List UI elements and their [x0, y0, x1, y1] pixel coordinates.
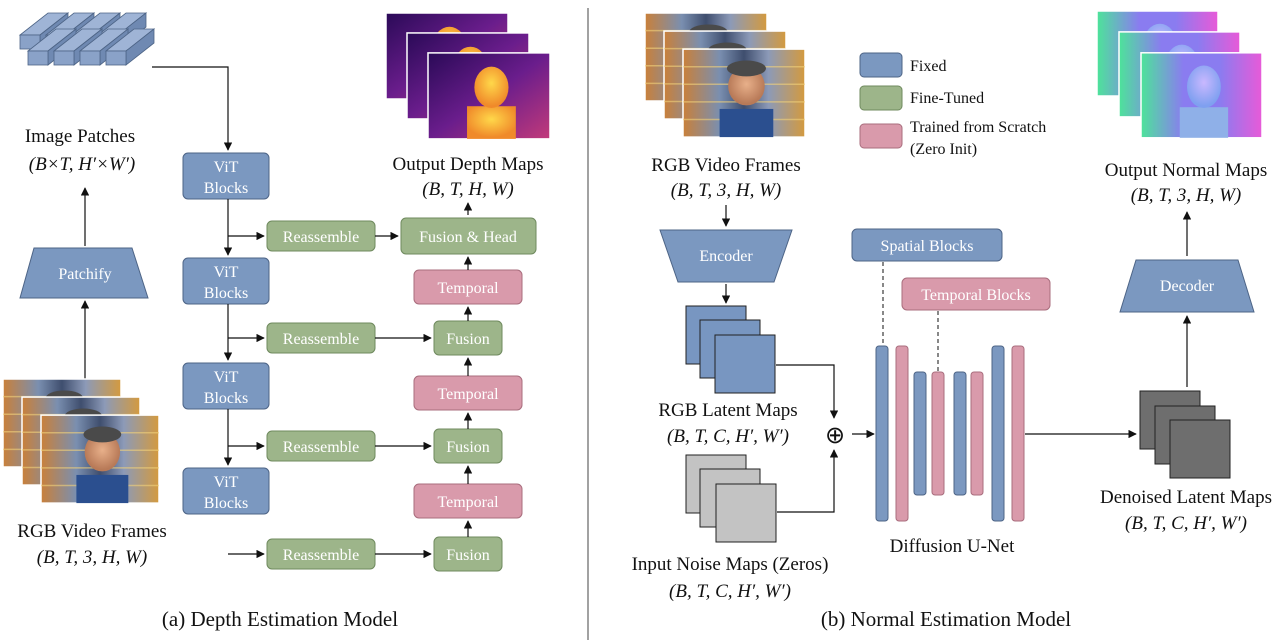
vit-block: ViT Blocks — [182, 362, 270, 410]
rgb-frames-image-b — [644, 12, 806, 138]
temporal-blocks-box: Temporal Blocks — [901, 277, 1051, 311]
reassemble-label: Reassemble — [283, 547, 359, 564]
temporal-label: Temporal — [437, 386, 499, 403]
reassemble-label: Reassemble — [283, 439, 359, 456]
fusion-label: Fusion — [446, 439, 490, 456]
spatial-blocks-label: Spatial Blocks — [881, 238, 974, 255]
fusion-block: Fusion — [433, 536, 503, 572]
legend-fixed-label: Fixed — [910, 58, 946, 75]
legend-scratch-label-1: Trained from Scratch — [910, 119, 1046, 136]
image-patches-label: Image Patches — [25, 126, 135, 147]
unet-temporal-bar — [1011, 345, 1025, 522]
denoised-latent-maps-label: Denoised Latent Maps — [1100, 487, 1272, 508]
rgb-frames-label-b: RGB Video Frames — [651, 155, 800, 176]
image-patches-shape: (B×T, H′×W′) — [29, 154, 135, 175]
diffusion-unet — [875, 345, 1025, 522]
denoised-latent-maps-stack — [1139, 390, 1231, 479]
temporal-block: Temporal — [413, 483, 523, 519]
diffusion-unet-label: Diffusion U-Net — [890, 536, 1015, 557]
rgb-frames-image-a — [2, 378, 160, 504]
unet-spatial-bar — [991, 345, 1005, 522]
fusion-label: Fusion — [446, 331, 490, 348]
vit-block: ViT Blocks — [182, 467, 270, 515]
rgb-frames-label-a: RGB Video Frames — [17, 521, 166, 542]
fusion-head-block: Fusion & Head — [400, 217, 537, 255]
output-normal-maps-image — [1096, 10, 1263, 139]
latent-to-add-arrow — [776, 364, 839, 419]
temporal-block: Temporal — [413, 375, 523, 411]
temporal-block: Temporal — [413, 269, 523, 305]
decoder-label: Decoder — [1160, 278, 1215, 295]
input-noise-maps-shape: (B, T, C, H′, W′) — [669, 581, 791, 602]
legend: Fixed Fine-Tuned Trained from Scratch (Z… — [859, 52, 1046, 158]
vit-label-line2: Blocks — [204, 390, 248, 407]
output-depth-maps-shape: (B, T, H, W) — [422, 179, 513, 200]
output-depth-maps-label: Output Depth Maps — [393, 154, 544, 175]
reassemble-block: Reassemble — [266, 322, 376, 354]
reassemble-block: Reassemble — [266, 538, 376, 570]
rgb-frames-shape-a: (B, T, 3, H, W) — [37, 547, 147, 568]
caption-a: (a) Depth Estimation Model — [162, 607, 398, 631]
vit-label-line1: ViT — [214, 159, 239, 176]
rgb-frames-shape-b: (B, T, 3, H, W) — [671, 180, 781, 201]
denoised-latent-maps-shape: (B, T, C, H′, W′) — [1125, 513, 1247, 534]
unet-spatial-bar — [875, 345, 889, 522]
image-patches-icon — [18, 12, 156, 66]
spatial-blocks-box: Spatial Blocks — [851, 228, 1003, 262]
reassemble-label: Reassemble — [283, 229, 359, 246]
input-noise-maps-stack — [685, 454, 777, 543]
unet-spatial-bar — [913, 371, 927, 496]
reassemble-label: Reassemble — [283, 331, 359, 348]
patches-to-vit-arrow — [152, 66, 233, 151]
temporal-label: Temporal — [437, 280, 499, 297]
noise-to-add-arrow — [777, 449, 839, 513]
encoder-label: Encoder — [699, 248, 753, 265]
vit-label-line1: ViT — [214, 474, 239, 491]
vit-label-line1: ViT — [214, 264, 239, 281]
fusion-block: Fusion — [433, 320, 503, 356]
caption-b: (b) Normal Estimation Model — [821, 607, 1071, 631]
vit-label-line2: Blocks — [204, 285, 248, 302]
vit-label-line1: ViT — [214, 369, 239, 386]
rgb-latent-maps-stack — [685, 305, 776, 394]
legend-scratch-label-2: (Zero Init) — [910, 141, 977, 158]
reassemble-block: Reassemble — [266, 220, 376, 252]
patchify-block: Patchify — [19, 247, 149, 299]
rgb-latent-maps-label: RGB Latent Maps — [658, 400, 797, 421]
fusion-block: Fusion — [433, 428, 503, 464]
output-normal-maps-shape: (B, T, 3, H, W) — [1131, 185, 1241, 206]
encoder-block: Encoder — [659, 229, 793, 283]
vit-block: ViT Blocks — [182, 257, 270, 305]
legend-swatch-fixed — [859, 52, 903, 78]
temporal-label: Temporal — [437, 494, 499, 511]
reassemble-block: Reassemble — [266, 430, 376, 462]
unet-temporal-bar — [970, 371, 984, 496]
output-depth-maps-image — [385, 12, 551, 140]
input-noise-maps-label: Input Noise Maps (Zeros) — [632, 554, 829, 575]
decoder-block: Decoder — [1119, 259, 1255, 313]
vit-block: ViT Blocks — [182, 152, 270, 200]
vit-label-line2: Blocks — [204, 180, 248, 197]
add-operator-icon: ⊕ — [825, 421, 845, 449]
unet-temporal-bar — [931, 371, 945, 496]
legend-swatch-scratch — [859, 123, 903, 149]
unet-temporal-bar — [895, 345, 909, 522]
temporal-blocks-label: Temporal Blocks — [921, 287, 1031, 304]
output-normal-maps-label: Output Normal Maps — [1105, 160, 1268, 181]
legend-fine-tuned-label: Fine-Tuned — [910, 90, 984, 107]
fusion-label: Fusion — [446, 547, 490, 564]
unet-spatial-bar — [953, 371, 967, 496]
rgb-latent-maps-shape: (B, T, C, H′, W′) — [667, 426, 789, 447]
fusion-head-label: Fusion & Head — [419, 229, 517, 246]
legend-swatch-fine-tuned — [859, 85, 903, 111]
vit-label-line2: Blocks — [204, 495, 248, 512]
patchify-label: Patchify — [58, 266, 111, 283]
